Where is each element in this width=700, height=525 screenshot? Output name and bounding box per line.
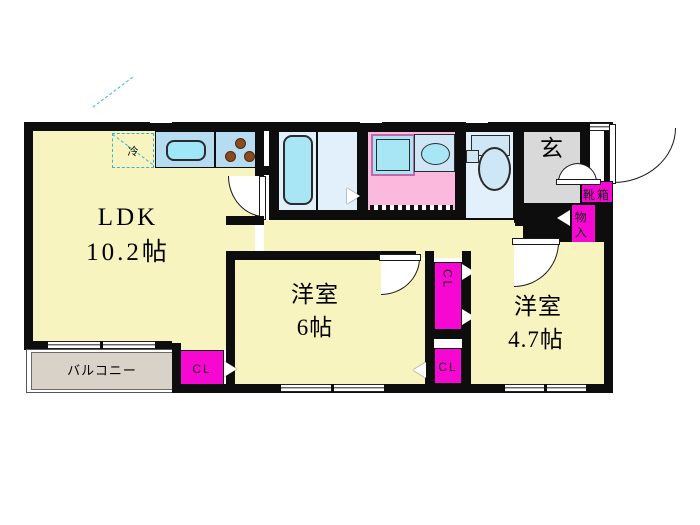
washing-machine-icon [371, 134, 415, 176]
ldk-door-leaf[interactable] [259, 176, 266, 220]
monoire-door-sliding-icon[interactable] [557, 210, 570, 226]
bath-divider [316, 131, 318, 211]
exterior-wall-right [604, 122, 613, 393]
wall-notch-2 [360, 119, 382, 123]
bedroom6-window-left [281, 384, 331, 392]
kitchen-wall-head [262, 166, 274, 175]
wall-notch-3 [466, 119, 488, 123]
toilet-lever-icon [466, 150, 479, 163]
shoe-box-label: 靴箱 [582, 188, 611, 202]
ldk-label-name: LDK [97, 204, 159, 231]
bath-door-sliding-icon[interactable] [347, 188, 360, 204]
burner-icon [225, 151, 236, 162]
genkan-label: 玄 [540, 136, 564, 161]
closet-mid-lower-label: CL [438, 360, 458, 374]
bedroom47-door-leaf[interactable] [512, 238, 560, 245]
bedroom6-window-right [334, 384, 384, 392]
burner-icon [235, 138, 246, 149]
washroom-wall-bottom [367, 211, 465, 220]
entry-door-arc[interactable] [613, 128, 676, 183]
entry-wall-right [581, 122, 590, 186]
exterior-wall-left [24, 122, 33, 350]
entry-door-leaf[interactable] [609, 124, 616, 184]
closet-mid-upper: CL [434, 262, 462, 330]
monoire-label: 物入 [573, 211, 588, 241]
corridor-wall-ldk-side [226, 216, 264, 225]
gas-stove [215, 131, 262, 168]
bath-wall-left [269, 122, 278, 218]
bedroom47-label-size: 4.7帖 [508, 327, 564, 352]
balcony-label: バルコニー [67, 363, 137, 378]
closet-ldk: CL [180, 350, 224, 385]
bathtub-icon [283, 135, 313, 205]
fridge-label: 冷 [127, 145, 139, 158]
bedroom6-label-size: 6帖 [296, 315, 334, 340]
closet-ldk-door-icon[interactable] [224, 361, 237, 377]
bedroom6-door-leaf[interactable] [379, 254, 421, 261]
bedroom6-label-name: 洋室 [291, 282, 339, 307]
bedroom47-label-name: 洋室 [514, 294, 562, 319]
genkan-step-edge [556, 179, 601, 185]
kitchen-sink [155, 131, 215, 168]
ldk-label-size: 10.2帖 [86, 239, 170, 266]
exterior-wall-top [24, 122, 613, 131]
bedroom47-window-right [547, 384, 586, 392]
closet-mid-lower: CL [434, 348, 462, 384]
bath-wall-bottom [269, 211, 367, 220]
closet-ldk-wall-top [172, 343, 181, 393]
bedroom6-wall-top [226, 251, 416, 260]
toilet-wall-right [514, 122, 523, 240]
toilet-bowl-icon [478, 147, 511, 191]
burner-icon [244, 151, 255, 162]
closet-ldk-label: CL [192, 362, 212, 376]
washroom-threshold [370, 205, 453, 210]
sink-bowl-icon [166, 140, 206, 161]
bedroom47-window-left [505, 384, 544, 392]
wash-basin-icon [421, 143, 450, 165]
closet-mid-lower-door-icon[interactable] [413, 362, 426, 378]
closet-wall-mid-divider [425, 330, 462, 339]
wall-notch-1 [150, 119, 172, 123]
closet-ldk-wall-bottom [172, 384, 234, 393]
interior-wall-genkan-bottom [514, 233, 613, 242]
bedroom6-wall-left [226, 251, 235, 393]
entry-transom-window [590, 123, 611, 131]
bath-wall-right [358, 122, 367, 220]
ldk-window-left [48, 341, 100, 349]
closet-wall-mid-top [425, 251, 434, 393]
washroom-wall-right [456, 122, 465, 220]
refrigerator-icon: 冷 [112, 133, 154, 168]
exterior-wall-bottom [172, 384, 613, 393]
closet-mid-upper-label: CL [440, 269, 455, 291]
kitchen-wall [255, 131, 264, 218]
ldk-window-right [103, 341, 155, 349]
